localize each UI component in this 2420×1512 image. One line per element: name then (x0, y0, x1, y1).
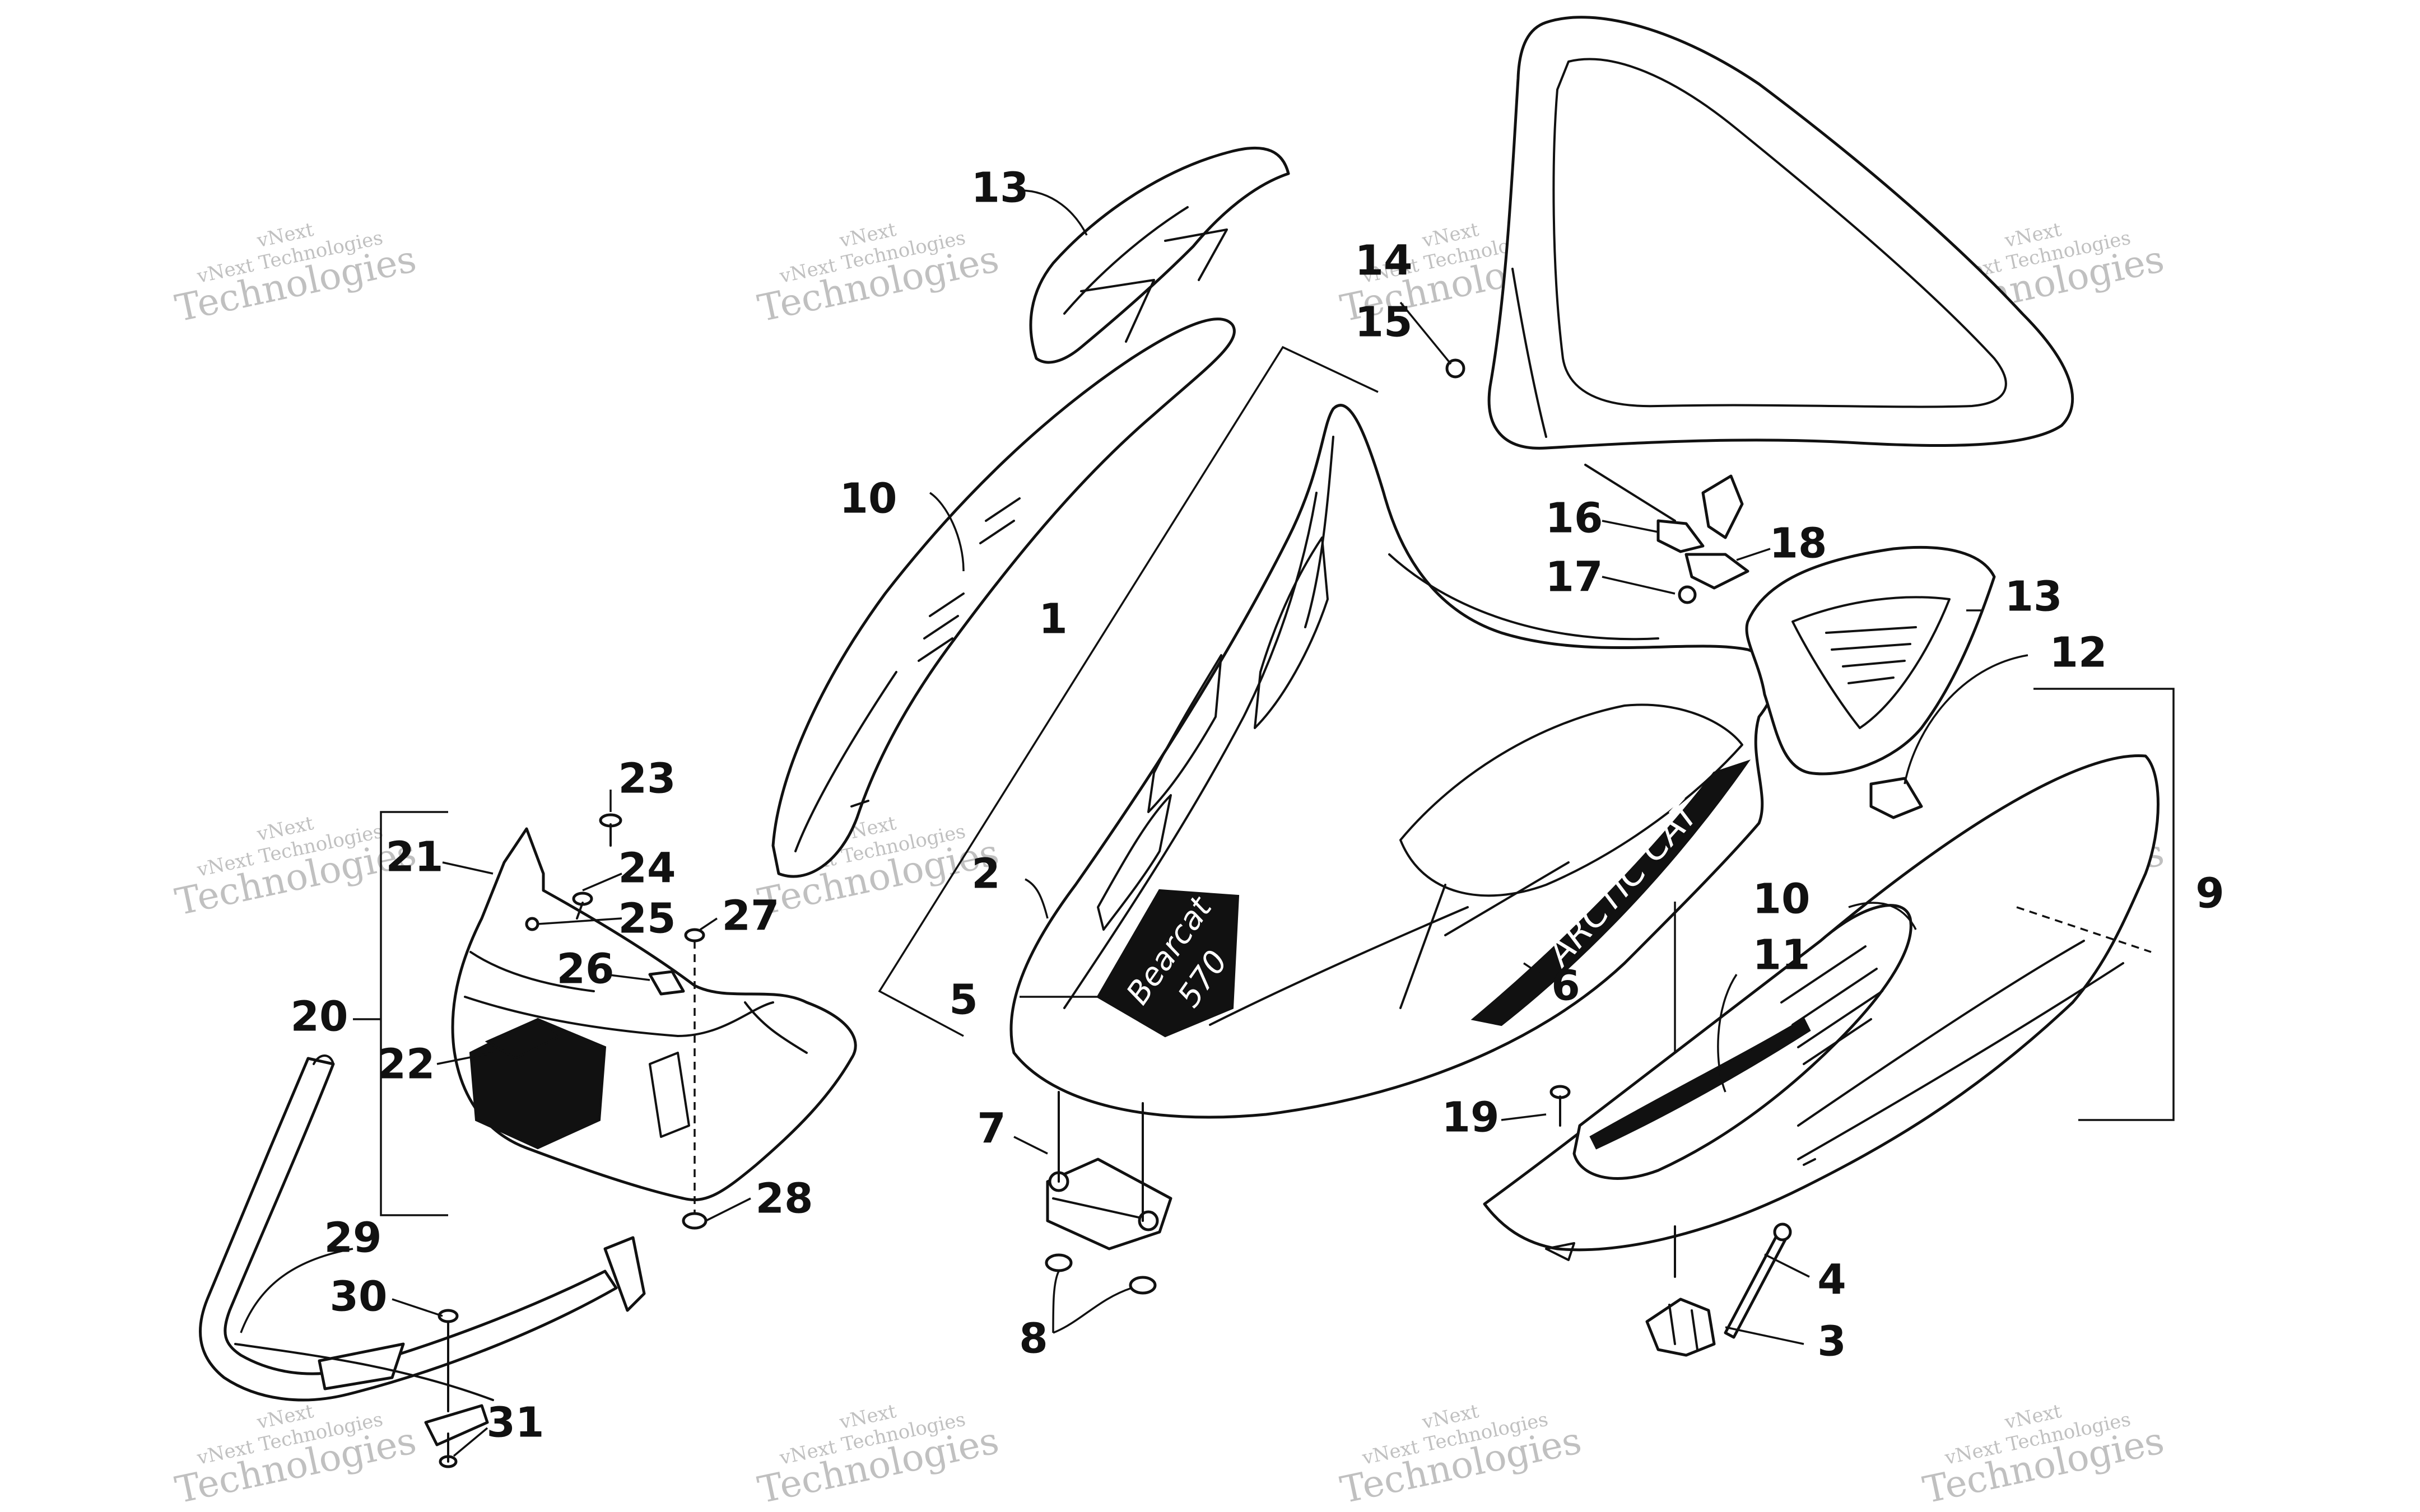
callout-24: 24 (618, 844, 676, 893)
nose-screw (599, 813, 622, 847)
callout-26: 26 (557, 945, 615, 993)
watermark: vNext vNext Technologies Technologies (1337, 1400, 1585, 1512)
hinge-nut (1045, 1253, 1073, 1272)
callout-21: 21 (386, 833, 444, 881)
callout-2: 2 (971, 850, 1000, 898)
callout-4: 4 (1817, 1256, 1846, 1304)
callout-25: 25 (618, 895, 676, 943)
callout-31: 31 (487, 1399, 544, 1447)
nose-lower-nut (682, 1212, 708, 1230)
callout-22: 22 (378, 1040, 435, 1089)
hood-hinge (1045, 1091, 1172, 1295)
bumper-bolt (439, 1432, 458, 1468)
nose-decal (485, 1018, 562, 1060)
callout-3: 3 (1817, 1318, 1846, 1366)
callout-13-top: 13 (971, 164, 1029, 212)
callout-10-left: 10 (840, 475, 897, 523)
group-brackets (353, 346, 2175, 1216)
callout-13-right: 13 (2005, 573, 2063, 621)
callout-7: 7 (977, 1105, 1006, 1153)
hinge-nut (1129, 1276, 1157, 1295)
callout-6: 6 (1551, 962, 1580, 1010)
right-side-trim (1572, 904, 1912, 1180)
watermark: vNext vNext Technologies Technologies (171, 218, 420, 330)
watermark: vNext vNext Technologies Technologies (754, 218, 1002, 330)
right-side-vent (1745, 546, 1996, 776)
callout-labels: 1 2 3 4 5 6 7 8 9 10 10 11 12 13 13 14 1… (291, 164, 2224, 1447)
windshield-screw (1678, 585, 1697, 604)
callout-30: 30 (330, 1273, 388, 1321)
front-bumper (199, 1054, 646, 1468)
callout-12: 12 (2050, 629, 2107, 677)
nose-clip (648, 970, 685, 996)
upper-vent (1029, 146, 1290, 364)
nose-bolt (572, 892, 593, 920)
callout-1: 1 (1039, 595, 1068, 643)
callout-16: 16 (1546, 494, 1603, 543)
nose-upper-nut (684, 928, 705, 942)
callout-29: 29 (324, 1214, 382, 1262)
side-panel-clip (1869, 777, 1923, 819)
mount-pin (1724, 1222, 1792, 1339)
callout-27: 27 (722, 892, 780, 940)
side-panel-screw (1549, 1085, 1571, 1127)
windshield-bracket (1584, 464, 1749, 604)
callout-17: 17 (1546, 553, 1603, 601)
callout-19: 19 (1442, 1094, 1500, 1142)
watermark: vNext vNext Technologies Technologies (754, 1400, 1002, 1512)
callout-10-right: 10 (1753, 875, 1811, 923)
leader-lines (240, 189, 2028, 1457)
windshield (1487, 16, 2074, 450)
callout-5: 5 (949, 976, 978, 1024)
callout-23: 23 (618, 755, 676, 803)
watermark: vNext vNext Technologies Technologies (1919, 1400, 2167, 1512)
grommet (1445, 358, 1465, 379)
left-side-trim (771, 318, 1236, 878)
callout-14: 14 (1355, 237, 1413, 285)
callout-8: 8 (1019, 1315, 1048, 1363)
callout-15: 15 (1355, 298, 1413, 347)
callout-28: 28 (756, 1175, 813, 1223)
mount-bracket (1645, 1225, 1716, 1357)
callout-9: 9 (2195, 870, 2224, 918)
callout-18: 18 (1770, 520, 1827, 568)
callout-20: 20 (291, 993, 348, 1041)
nose-washer (525, 917, 539, 931)
callout-11: 11 (1753, 931, 1811, 979)
